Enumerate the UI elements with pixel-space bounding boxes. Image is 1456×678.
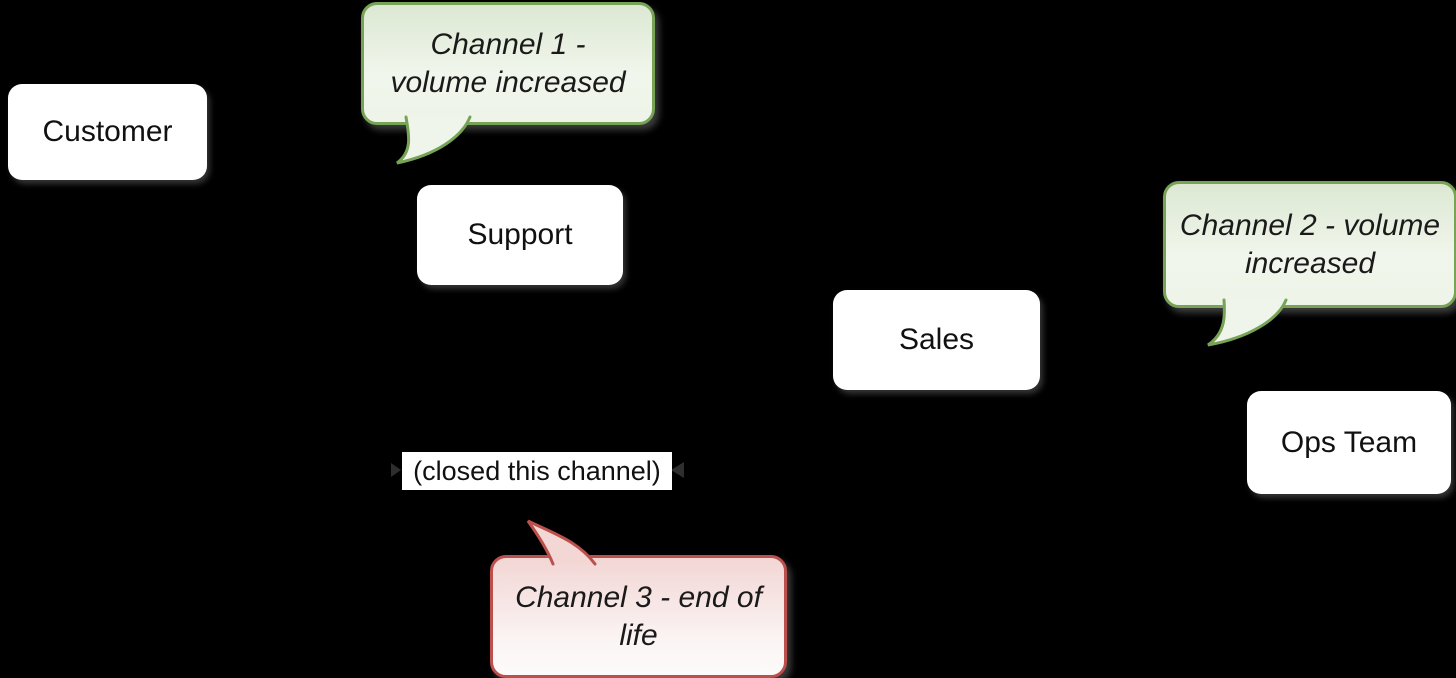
speech-tail-icon — [526, 519, 597, 566]
callout-channel-3: Channel 3 - end of life — [490, 519, 787, 678]
arrowhead-right-icon — [671, 462, 684, 478]
callout-channel-3-line2: life — [619, 618, 658, 652]
node-ops-team-label: Ops Team — [1280, 425, 1418, 459]
speech-tail-icon — [1207, 298, 1288, 347]
callout-channel-1-line2: volume increased — [390, 65, 626, 99]
arrowhead-left-icon — [391, 463, 401, 477]
edge-label-text: (closed this channel) — [413, 455, 661, 486]
node-support-label: Support — [467, 218, 573, 251]
callout-channel-2-line1: Channel 2 - volume — [1179, 208, 1441, 242]
callout-channel-1: Channel 1 - volume increased — [361, 2, 655, 165]
speech-tail-icon — [396, 115, 472, 165]
node-customer: Customer — [8, 84, 207, 180]
node-support: Support — [417, 185, 623, 285]
node-sales: Sales — [833, 290, 1040, 390]
node-customer-label: Customer — [42, 115, 173, 148]
callout-channel-1-line1: Channel 1 - — [430, 27, 586, 61]
node-ops-team: Ops Team — [1247, 391, 1451, 494]
edge-label-closed-channel: (closed this channel) — [402, 452, 672, 490]
callout-channel-2: Channel 2 - volume increased — [1163, 181, 1456, 347]
callout-channel-2-line2: increased — [1244, 246, 1376, 280]
node-sales-label: Sales — [898, 323, 975, 356]
callout-channel-3-line1: Channel 3 - end of — [515, 580, 762, 614]
